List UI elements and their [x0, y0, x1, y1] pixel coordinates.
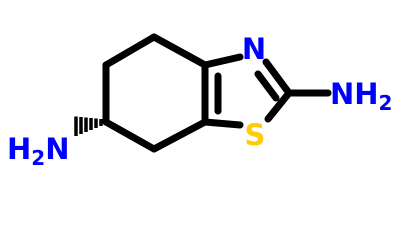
- bond-c2-s1: [264, 89, 293, 123]
- bond-s1-c7a: [201, 118, 244, 129]
- amine-right-subscript: 2: [379, 91, 393, 115]
- amine-left-subscript: 2: [31, 146, 45, 170]
- bond-n3-c2-double: [254, 70, 280, 102]
- amine-right-main: NH: [330, 77, 379, 111]
- atom-label-amine-left: H2N: [7, 132, 69, 170]
- stereo-hash-bond: [74, 116, 103, 136]
- atom-label-nitrogen: N: [242, 32, 266, 66]
- bond-c6-c7: [102, 118, 158, 153]
- amine-left-nitrogen: N: [45, 132, 69, 166]
- bond-n3-c2: [262, 58, 293, 97]
- molecule-structure: N S NH2 H2N: [0, 0, 399, 212]
- bond-c3a-n3: [201, 53, 244, 69]
- bond-c7-c7a: [150, 118, 209, 153]
- atom-label-amine-right: NH2: [330, 77, 392, 115]
- bonds: [102, 33, 332, 153]
- bond-c4-c5: [102, 33, 158, 69]
- bond-c3a-c4: [150, 33, 209, 69]
- atom-label-sulfur: S: [245, 118, 266, 152]
- background: [0, 0, 399, 212]
- amine-left-hydrogen: H: [7, 132, 31, 166]
